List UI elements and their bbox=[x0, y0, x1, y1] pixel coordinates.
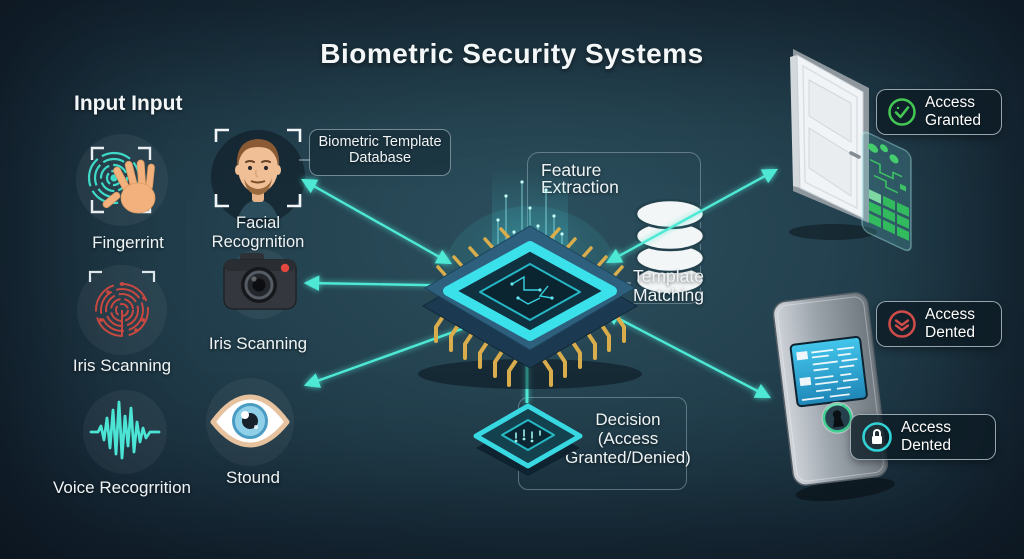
sound-label: Stound bbox=[226, 468, 280, 487]
page-title: Biometric Security Systems bbox=[320, 38, 704, 69]
access-granted-badge: Access Granted bbox=[876, 89, 1002, 135]
biometric-template-database-callout: Biometric Template Database bbox=[309, 129, 451, 176]
eye-icon bbox=[206, 378, 294, 466]
camera-icon bbox=[223, 249, 297, 319]
db-callout-line2: Database bbox=[348, 150, 412, 166]
voice-waveform-icon bbox=[83, 390, 167, 474]
camera-iris-label: Iris Scanning bbox=[208, 334, 308, 353]
door-icon bbox=[789, 49, 912, 252]
decision-label: Decision (Access Granted/Denied) bbox=[565, 410, 691, 467]
db-callout-line1: Biometric Template bbox=[318, 134, 442, 150]
access-denied-badge-top: Access Dented bbox=[876, 301, 1002, 347]
fingerprint-hand-icon bbox=[76, 134, 168, 226]
denied-check-icon bbox=[888, 310, 916, 338]
facial-recognition-label: Facial Recogrnition bbox=[211, 214, 305, 251]
denied-badge-bottom-text: Access Dented bbox=[901, 419, 951, 454]
arrow-chip-to-panel bbox=[603, 310, 772, 399]
input-column-header: Input Input bbox=[74, 92, 183, 115]
lock-icon bbox=[862, 422, 892, 452]
face-portrait-icon bbox=[211, 128, 305, 224]
granted-badge-text: Access Granted bbox=[925, 94, 982, 129]
processor-chip-icon bbox=[418, 166, 642, 389]
decision-chip-icon bbox=[473, 403, 583, 476]
arrow-face-to-chip bbox=[300, 178, 453, 265]
granted-check-icon bbox=[888, 98, 916, 126]
template-matching-label: Template Matching bbox=[633, 266, 705, 305]
iris-scanning-label: Iris Scanning bbox=[72, 356, 172, 375]
access-denied-badge-bottom: Access Dented bbox=[850, 414, 996, 460]
iris-pattern-icon bbox=[77, 265, 167, 355]
fingerprint-label: Fingerrint bbox=[92, 233, 164, 252]
denied-badge-top-text: Access Dented bbox=[925, 306, 975, 341]
voice-recognition-label: Voice Recogrrition bbox=[53, 478, 191, 497]
arrow-chip-to-door bbox=[605, 168, 779, 264]
